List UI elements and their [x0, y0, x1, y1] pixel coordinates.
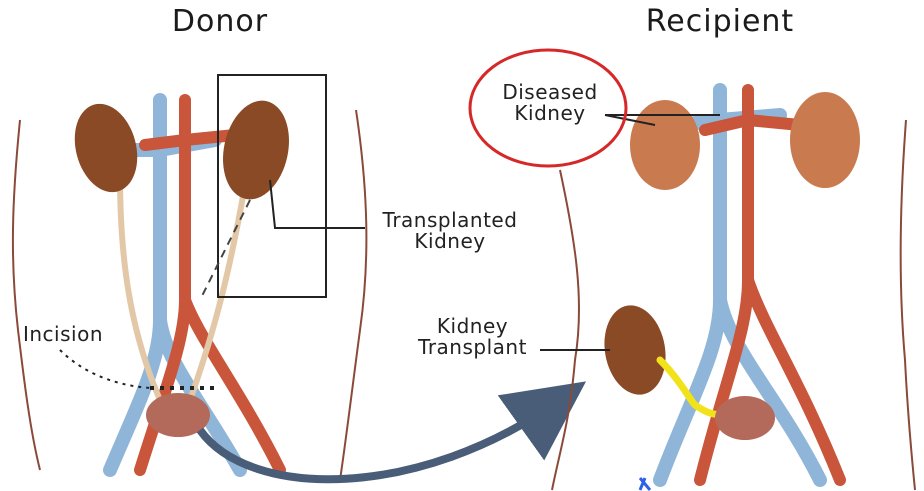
- cursor-mark: [640, 478, 650, 490]
- donor-kidney-left: [65, 97, 146, 199]
- recipient-body-outline-left: [552, 170, 579, 490]
- recipient-diseased-kidney-right: [790, 92, 860, 188]
- kidney-transplant-label: Kidney Transplant: [405, 316, 540, 358]
- recipient-title: Recipient: [625, 6, 815, 38]
- recipient-diseased-kidney-left: [630, 100, 700, 190]
- transplanted-kidney-leader: [270, 180, 365, 228]
- diseased-kidney-label: Diseased Kidney: [480, 82, 620, 124]
- incision-label: Incision: [8, 324, 118, 345]
- donor-figure: [13, 75, 366, 480]
- donor-kidney-right: [214, 94, 297, 205]
- donor-body-outline-left: [13, 120, 40, 470]
- incision-leader: [60, 350, 150, 388]
- donor-title: Donor: [155, 6, 285, 38]
- recipient-bladder: [715, 396, 775, 440]
- recipient-body-outline-right: [901, 120, 915, 490]
- transplanted-kidney-label: Transplanted Kidney: [365, 210, 535, 252]
- donor-body-outline-right: [340, 110, 366, 480]
